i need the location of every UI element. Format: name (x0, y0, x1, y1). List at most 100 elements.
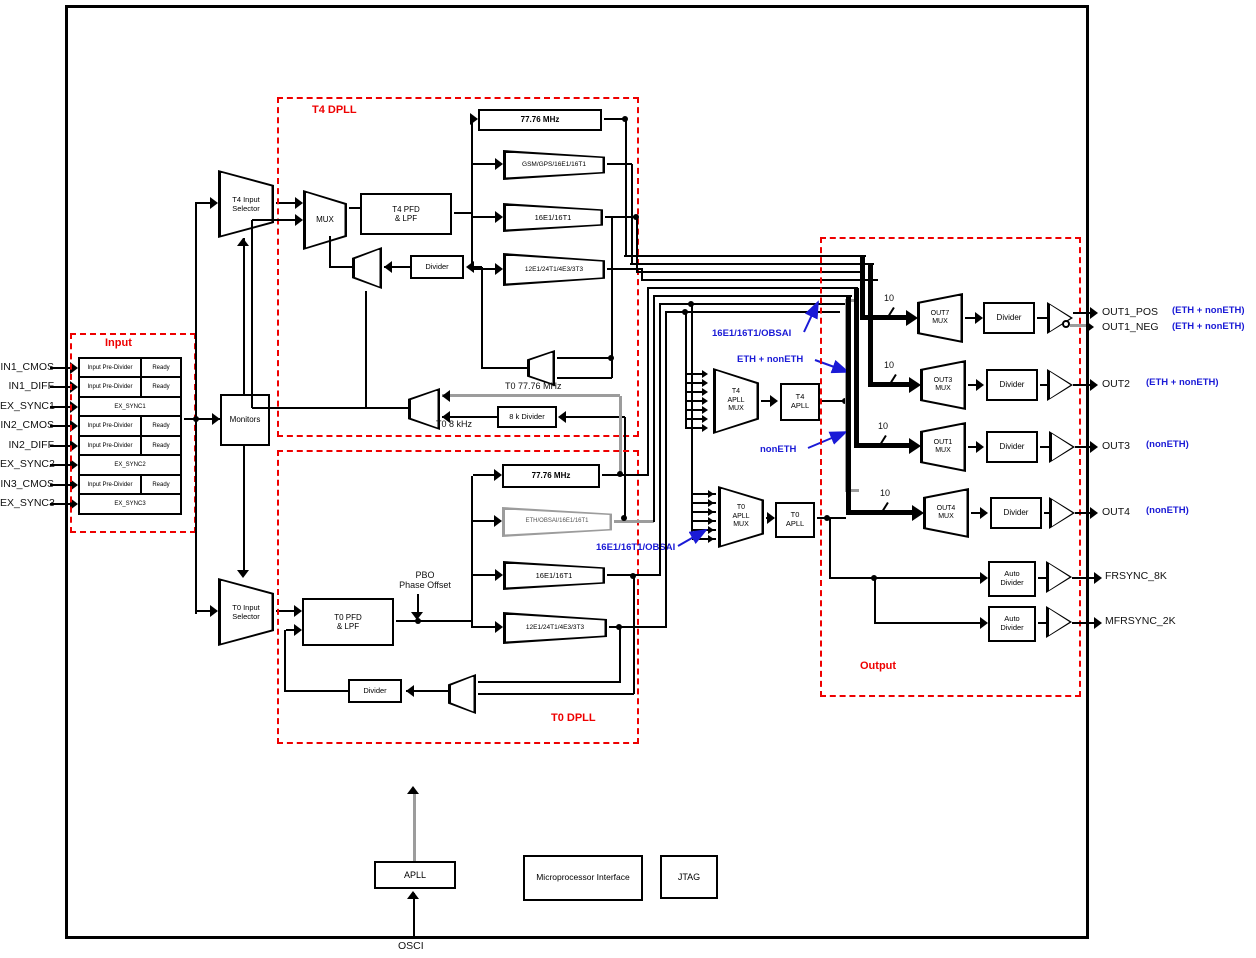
input-signal-label: EX_SYNC3 (0, 497, 55, 509)
out4-divider: Divider (990, 497, 1042, 529)
wire (686, 409, 706, 411)
out1-buffer (1047, 302, 1073, 334)
wire (196, 610, 212, 612)
arrowhead (708, 526, 714, 534)
wire (481, 267, 483, 368)
wire (686, 427, 706, 429)
wire (284, 630, 286, 690)
input-row: EX_SYNC3 (78, 493, 182, 515)
out4-mux-label: OUT4 MUX (936, 504, 956, 520)
wire (665, 312, 667, 627)
arrowhead (1090, 441, 1098, 453)
wire (1040, 446, 1049, 448)
wire (641, 269, 643, 281)
out3-mux: OUT3 MUX (920, 360, 966, 410)
wire (761, 400, 773, 402)
arrowhead (70, 381, 78, 393)
arrowhead (909, 438, 921, 454)
t4-gsm-gps-divider-label: GSM/GPS/16E1/16T1 (522, 161, 586, 169)
arrowhead (1090, 379, 1098, 391)
arrowhead (495, 263, 503, 275)
wire (349, 207, 360, 209)
t0-feedback-divider: Divider (348, 679, 402, 703)
wire (631, 164, 633, 265)
wire (965, 317, 977, 319)
junction-dot (622, 116, 628, 122)
t0-apll-block: T0 APLL (775, 502, 815, 538)
arrowhead (702, 415, 708, 423)
t4-dpll-title: T4 DPLL (312, 104, 357, 116)
t4-feedback-select-mux (527, 350, 555, 386)
wire (691, 303, 693, 535)
arrowhead (70, 420, 78, 432)
t4-16e1-16t1-divider: 16E1/16T1 (503, 203, 603, 232)
t0-eth-obsai-divider: ETH/OBSAI/16E1/16T1 (502, 507, 612, 537)
arrowhead (210, 197, 218, 209)
bus-width-label: 10 (880, 488, 891, 498)
junction-dot (608, 355, 614, 361)
output-block-frame (820, 237, 1081, 697)
wire (330, 266, 352, 268)
t4-pfd-lpf-block: T4 PFD & LPF (360, 193, 452, 235)
out3-tag: (nonETH) (1146, 439, 1189, 450)
wire (329, 236, 331, 268)
input-signal-label: IN2_DIFF (8, 439, 54, 451)
bus-width-label: 10 (878, 421, 889, 431)
wire (609, 626, 667, 628)
wire (50, 406, 72, 408)
wire (602, 474, 649, 476)
junction-dot (415, 618, 421, 624)
input-signal-label: IN1_DIFF (8, 380, 54, 392)
apll-block: APLL (374, 861, 456, 889)
wire (406, 690, 448, 692)
input-row: EX_SYNC2 (78, 454, 182, 476)
input-ready-cell: Ready (140, 376, 182, 398)
frsync-auto-divider: Auto Divider (988, 561, 1036, 597)
wire (243, 446, 245, 572)
t0-input-selector: T0 Input Selector (218, 578, 274, 646)
arrowhead (708, 517, 714, 525)
arrowhead (495, 211, 503, 223)
wire (692, 493, 716, 495)
wire (692, 511, 716, 513)
wire (481, 367, 527, 369)
wire (276, 610, 294, 612)
wire (243, 238, 245, 394)
arrowhead (70, 498, 78, 510)
wire-gray (845, 489, 859, 492)
wire (1037, 317, 1047, 319)
t0-7776mhz-divider: 77.76 MHz (502, 464, 600, 488)
bus-wire (636, 271, 862, 273)
t0-loop-mux (448, 674, 476, 714)
wire (1073, 384, 1091, 386)
t4-loop-mux (352, 247, 382, 289)
wire (454, 212, 472, 214)
noneth-annotation: nonETH (760, 444, 797, 455)
arrowhead (980, 617, 988, 629)
arrowhead (70, 401, 78, 413)
wire-gray (442, 394, 620, 397)
wire (968, 446, 978, 448)
wire (471, 476, 473, 628)
arrowhead (406, 685, 414, 697)
out3-divider: Divider (986, 431, 1038, 463)
bus-wire (665, 311, 840, 313)
wire (633, 576, 635, 694)
arrowhead (466, 261, 474, 273)
out1-neg-tag: (ETH + nonETH) (1172, 321, 1245, 332)
wire (685, 311, 687, 429)
wire (605, 216, 638, 218)
wire (473, 574, 496, 576)
out2-label: OUT2 (1102, 378, 1131, 390)
arrowhead (702, 406, 708, 414)
bus-width-label: 10 (884, 293, 895, 303)
input-signal-label: IN1_CMOS (0, 361, 54, 373)
wire-gray (413, 794, 416, 861)
out2-buffer (1047, 369, 1073, 401)
arrowhead (558, 411, 566, 423)
out3-label: OUT3 (1102, 440, 1131, 452)
mfrsync-label: MFRSYNC_2K (1105, 615, 1176, 627)
wire (817, 517, 846, 519)
wire (607, 268, 643, 270)
